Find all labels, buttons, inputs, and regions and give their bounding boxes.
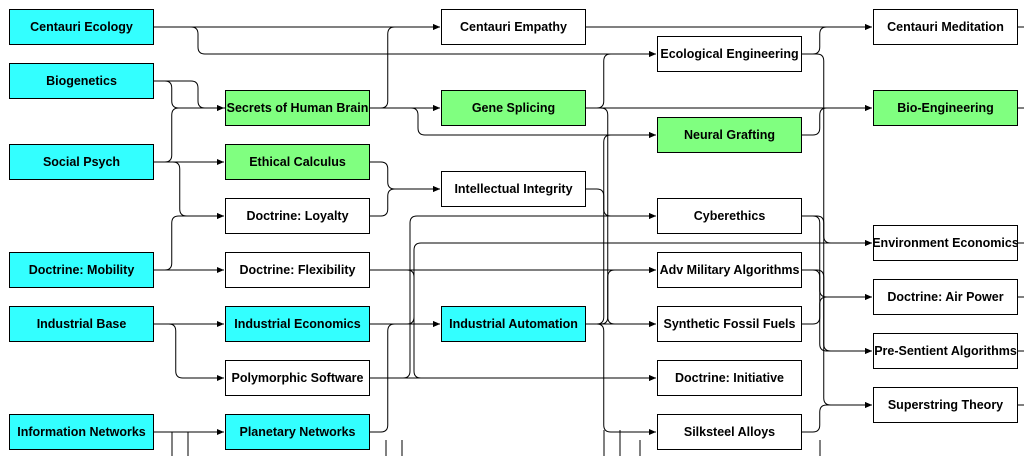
node-ethical-calculus[interactable]: Ethical Calculus — [225, 144, 370, 180]
edge-centauri-ecology-to-ecological-engineering — [154, 26, 656, 57]
node-label: Pre-Sentient Algorithms — [874, 344, 1017, 358]
edge-synthetic-fossil-fuels-to-doctrine-air-power — [802, 294, 872, 325]
edge-doctrine-loyalty-to-intellectual-integrity — [370, 186, 440, 217]
edge-ecological-engineering-to-environment-economics — [802, 53, 872, 246]
edge-intellectual-integrity-to-cyberethics — [586, 188, 656, 219]
node-doctrine-air-power[interactable]: Doctrine: Air Power — [873, 279, 1018, 315]
node-label: Secrets of Human Brain — [226, 101, 369, 115]
node-label: Doctrine: Initiative — [674, 371, 785, 385]
node-doctrine-loyalty[interactable]: Doctrine: Loyalty — [225, 198, 370, 234]
node-label: Centauri Empathy — [460, 20, 567, 34]
node-industrial-economics[interactable]: Industrial Economics — [225, 306, 370, 342]
node-polymorphic-software[interactable]: Polymorphic Software — [225, 360, 370, 396]
node-label: Superstring Theory — [887, 398, 1004, 412]
node-label: Ecological Engineering — [660, 47, 799, 61]
node-label: Ethical Calculus — [249, 155, 346, 169]
node-label: Doctrine: Air Power — [887, 290, 1004, 304]
node-label: Biogenetics — [46, 74, 117, 88]
node-neural-grafting[interactable]: Neural Grafting — [657, 117, 802, 153]
node-cyberethics[interactable]: Cyberethics — [657, 198, 802, 234]
node-label: Neural Grafting — [684, 128, 775, 142]
node-bio-engineering[interactable]: Bio-Engineering — [873, 90, 1018, 126]
node-industrial-base[interactable]: Industrial Base — [9, 306, 154, 342]
node-centauri-empathy[interactable]: Centauri Empathy — [441, 9, 586, 45]
node-biogenetics[interactable]: Biogenetics — [9, 63, 154, 99]
edge-polymorphic-software-to-cyberethics — [370, 213, 656, 379]
node-label: Bio-Engineering — [897, 101, 994, 115]
edge-industrial-automation-to-neural-grafting — [586, 132, 656, 325]
node-adv-military-algorithms[interactable]: Adv Military Algorithms — [657, 252, 802, 288]
node-label: Doctrine: Loyalty — [246, 209, 349, 223]
node-ecological-engineering[interactable]: Ecological Engineering — [657, 36, 802, 72]
node-label: Social Psych — [42, 155, 121, 169]
node-doctrine-initiative[interactable]: Doctrine: Initiative — [657, 360, 802, 396]
edge-doctrine-mobility-to-doctrine-loyalty — [154, 213, 224, 271]
edge-ecological-engineering-to-centauri-meditation — [802, 24, 872, 55]
edge-industrial-economics-to-environment-economics — [370, 240, 872, 325]
node-secrets-of-human-brain[interactable]: Secrets of Human Brain — [225, 90, 370, 126]
node-information-networks[interactable]: Information Networks — [9, 414, 154, 450]
edge-cyberethics-to-pre-sentient-algorithms — [802, 215, 872, 354]
node-industrial-automation[interactable]: Industrial Automation — [441, 306, 586, 342]
edge-industrial-automation-to-silksteel-alloys — [586, 323, 656, 435]
node-label: Industrial Economics — [234, 317, 361, 331]
node-doctrine-flexibility[interactable]: Doctrine: Flexibility — [225, 252, 370, 288]
edge-neural-grafting-to-bio-engineering — [802, 105, 872, 136]
edge-secrets-of-human-brain-to-centauri-empathy — [370, 24, 440, 109]
edge-secrets-of-human-brain-to-neural-grafting — [370, 107, 656, 138]
node-superstring-theory[interactable]: Superstring Theory — [873, 387, 1018, 423]
node-centauri-ecology[interactable]: Centauri Ecology — [9, 9, 154, 45]
edge-adv-military-algorithms-to-doctrine-air-power — [802, 269, 872, 300]
node-centauri-meditation[interactable]: Centauri Meditation — [873, 9, 1018, 45]
node-label: Centauri Meditation — [887, 20, 1004, 34]
node-silksteel-alloys[interactable]: Silksteel Alloys — [657, 414, 802, 450]
edge-social-psych-to-secrets-of-human-brain — [154, 105, 224, 163]
edge-industrial-base-to-polymorphic-software — [154, 323, 224, 381]
node-label: Industrial Automation — [449, 317, 578, 331]
node-label: Information Networks — [17, 425, 146, 439]
edge-adv-military-algorithms-to-pre-sentient-algorithms — [802, 269, 872, 354]
node-intellectual-integrity[interactable]: Intellectual Integrity — [441, 171, 586, 207]
edge-gene-splicing-to-ecological-engineering — [586, 51, 656, 109]
node-synthetic-fossil-fuels[interactable]: Synthetic Fossil Fuels — [657, 306, 802, 342]
edge-cyberethics-to-superstring-theory — [802, 215, 872, 408]
node-label: Planetary Networks — [239, 425, 356, 439]
edge-biogenetics-to-secrets-of-human-brain — [154, 80, 224, 111]
node-label: Silksteel Alloys — [683, 425, 776, 439]
edge-industrial-automation-to-adv-military-algorithms — [586, 267, 656, 325]
node-pre-sentient-algorithms[interactable]: Pre-Sentient Algorithms — [873, 333, 1018, 369]
node-label: Cyberethics — [693, 209, 766, 223]
node-label: Intellectual Integrity — [454, 182, 573, 196]
node-planetary-networks[interactable]: Planetary Networks — [225, 414, 370, 450]
node-label: Polymorphic Software — [231, 371, 364, 385]
node-label: Gene Splicing — [471, 101, 556, 115]
node-label: Centauri Ecology — [30, 20, 133, 34]
node-label: Doctrine: Flexibility — [239, 263, 356, 277]
edge-silksteel-alloys-to-superstring-theory — [802, 402, 872, 433]
node-label: Environment Economics — [873, 236, 1018, 250]
node-social-psych[interactable]: Social Psych — [9, 144, 154, 180]
edge-social-psych-to-doctrine-loyalty — [154, 161, 224, 219]
edge-ethical-calculus-to-intellectual-integrity — [370, 161, 440, 192]
edge-biogenetics-to-gene-splicing — [154, 80, 440, 111]
node-gene-splicing[interactable]: Gene Splicing — [441, 90, 586, 126]
node-label: Industrial Base — [36, 317, 127, 331]
node-label: Synthetic Fossil Fuels — [663, 317, 796, 331]
node-environment-economics[interactable]: Environment Economics — [873, 225, 1018, 261]
node-label: Adv Military Algorithms — [659, 263, 800, 277]
node-doctrine-mobility[interactable]: Doctrine: Mobility — [9, 252, 154, 288]
node-label: Doctrine: Mobility — [28, 263, 135, 277]
